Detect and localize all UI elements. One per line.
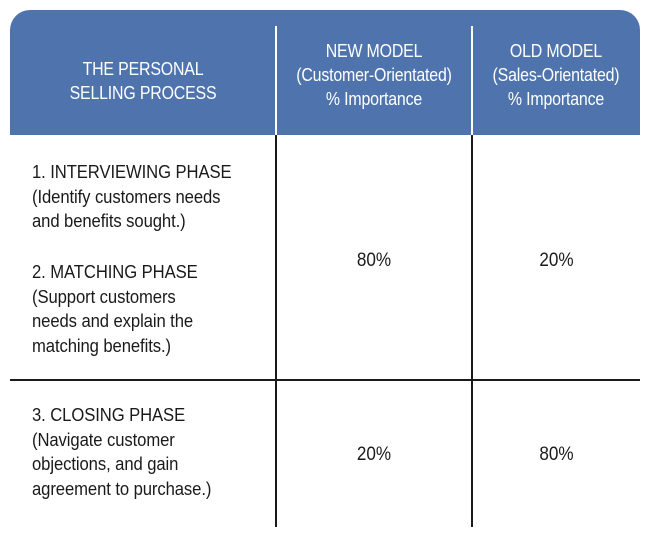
phase-line: 2. MATCHING PHASE: [32, 261, 198, 282]
header-line: THE PERSONAL: [82, 57, 204, 79]
row-2-new-model-value: 20%: [356, 444, 392, 465]
phase-line: agreement to purchase.): [32, 477, 212, 499]
phase-line: (Support customers: [32, 285, 176, 307]
phase-line: objections, and gain: [32, 453, 179, 474]
phase-line: and benefits sought.): [32, 210, 186, 231]
row-2-phase-closing: 3. CLOSING PHASE (Navigate customer obje…: [32, 403, 211, 501]
phase-line: (Identify customers needs: [32, 185, 221, 207]
selling-process-table: THE PERSONAL SELLING PROCESS NEW MODEL (…: [10, 10, 640, 534]
row-1-old-model-value: 20%: [539, 250, 574, 271]
phase-line: 1. INTERVIEWING PHASE: [32, 161, 232, 182]
table-header: THE PERSONAL SELLING PROCESS NEW MODEL (…: [10, 10, 640, 135]
row-1-phase-matching: 2. MATCHING PHASE (Support customers nee…: [32, 260, 198, 358]
header-old-model: OLD MODEL (Sales-Orientated) % Importanc…: [484, 10, 628, 135]
header-line: NEW MODEL: [325, 39, 423, 61]
row-1-phase-interviewing: 1. INTERVIEWING PHASE (Identify customer…: [32, 160, 232, 234]
phase-line: matching benefits.): [32, 334, 171, 356]
header-line: OLD MODEL: [509, 39, 603, 61]
row-divider: [10, 379, 640, 381]
phase-line: needs and explain the: [32, 310, 194, 331]
header-new-model: NEW MODEL (Customer-Orientated) % Import…: [290, 10, 459, 135]
row-2-old-model-value: 80%: [539, 444, 574, 465]
phase-line: (Navigate customer: [32, 428, 175, 450]
row-1-new-model-value: 80%: [356, 250, 392, 271]
column-divider: [275, 135, 277, 527]
phase-line: 3. CLOSING PHASE: [32, 404, 186, 425]
header-column-divider: [471, 26, 473, 135]
header-line: % Importance: [325, 87, 423, 109]
header-selling-process: THE PERSONAL SELLING PROCESS: [29, 10, 258, 135]
header-column-divider: [275, 26, 277, 135]
header-line: % Importance: [507, 87, 605, 109]
header-line: (Sales-Orientated): [492, 63, 620, 85]
header-line: SELLING PROCESS: [69, 81, 217, 103]
header-line: (Customer-Orientated): [296, 63, 452, 85]
column-divider: [471, 135, 473, 527]
